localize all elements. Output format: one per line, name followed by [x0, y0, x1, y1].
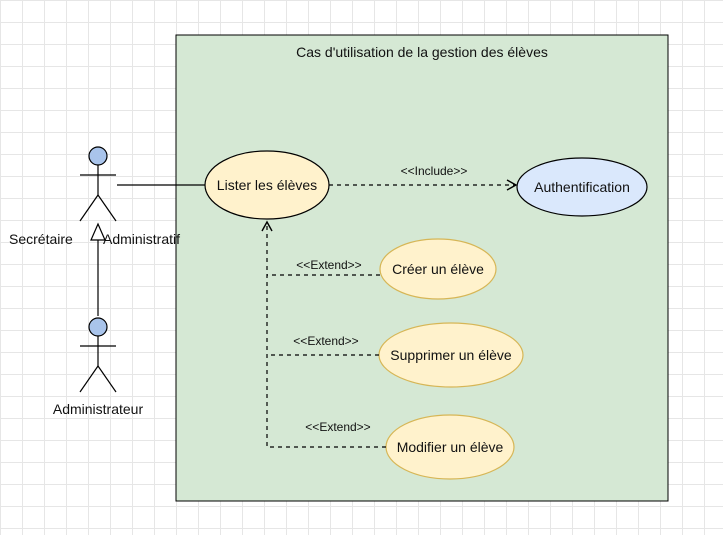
usecase-authentification-label: Authentification	[534, 179, 630, 195]
actor-secretaire-label: Secrétaire	[9, 231, 73, 247]
extend-label-creer: <<Extend>>	[296, 258, 361, 272]
usecase-lister-label: Lister les élèves	[217, 177, 317, 193]
system-title: Cas d'utilisation de la gestion des élèv…	[296, 44, 548, 60]
actor-administrateur[interactable]	[79, 317, 117, 393]
usecase-creer-label: Créer un élève	[392, 261, 484, 277]
usecase-supprimer-label: Supprimer un élève	[390, 347, 512, 363]
usecase-authentification[interactable]: Authentification	[516, 157, 648, 217]
actor-secretaire-head	[88, 146, 108, 166]
usecase-lister[interactable]: Lister les élèves	[204, 150, 330, 220]
usecase-creer[interactable]: Créer un élève	[379, 238, 497, 300]
actor-administrateur-label: Administrateur	[53, 401, 144, 417]
usecase-modifier[interactable]: Modifier un élève	[385, 414, 515, 480]
actor-administrateur-head	[88, 317, 108, 337]
extend-label-supprimer: <<Extend>>	[293, 334, 358, 348]
extend-label-modifier: <<Extend>>	[305, 420, 370, 434]
usecase-modifier-label: Modifier un élève	[397, 439, 504, 455]
actor-administratif-label: Administratif	[103, 231, 180, 247]
usecase-supprimer[interactable]: Supprimer un élève	[378, 322, 524, 388]
include-label: <<Include>>	[401, 164, 468, 178]
actor-secretaire[interactable]	[79, 146, 117, 222]
generalization-arrowhead	[90, 222, 106, 241]
